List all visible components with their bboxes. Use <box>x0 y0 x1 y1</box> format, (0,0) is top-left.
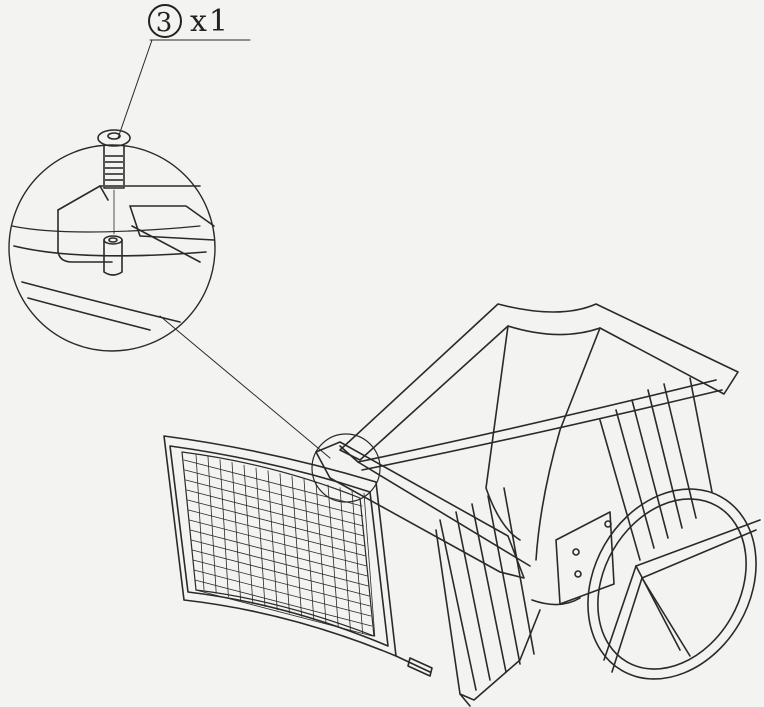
weave-vertical <box>315 481 327 624</box>
weave-horizontal <box>193 569 372 617</box>
weave-horizontal <box>186 489 365 537</box>
weave-vertical <box>327 484 339 627</box>
weave-vertical <box>339 487 351 630</box>
leader-lines <box>117 39 331 459</box>
weave-vertical <box>351 489 364 634</box>
weave-vertical <box>243 464 254 604</box>
weave-horizontal <box>192 559 371 607</box>
weave-vertical <box>207 456 217 594</box>
weave-horizontal <box>195 589 373 637</box>
weave-vertical <box>279 473 290 614</box>
weave-vertical <box>195 453 205 591</box>
weave-vertical <box>231 461 242 601</box>
weave-horizontal <box>188 509 367 557</box>
weave-vertical <box>219 459 229 597</box>
weave-horizontal <box>187 499 366 547</box>
joint-detail-marker <box>311 433 381 503</box>
weave-horizontal <box>184 469 364 517</box>
weave-vertical <box>267 470 278 611</box>
weave-vertical <box>303 478 315 621</box>
part-quantity: x1 <box>190 4 231 39</box>
weave-vertical <box>363 492 376 637</box>
weave-vertical <box>291 475 303 617</box>
wheel <box>587 488 761 680</box>
weave-horizontal <box>189 529 369 577</box>
weave-horizontal <box>191 549 370 597</box>
weave-horizontal <box>190 539 369 587</box>
part-number-badge: 3 <box>148 4 182 38</box>
weave-horizontal <box>188 519 368 567</box>
weave-horizontal <box>194 579 373 627</box>
seat-frame <box>315 303 739 707</box>
detail-inset <box>8 129 216 352</box>
weave-horizontal <box>185 479 365 527</box>
woven-back-panel <box>163 435 433 677</box>
weave-vertical <box>255 467 266 607</box>
weave-horizontal <box>183 459 363 507</box>
